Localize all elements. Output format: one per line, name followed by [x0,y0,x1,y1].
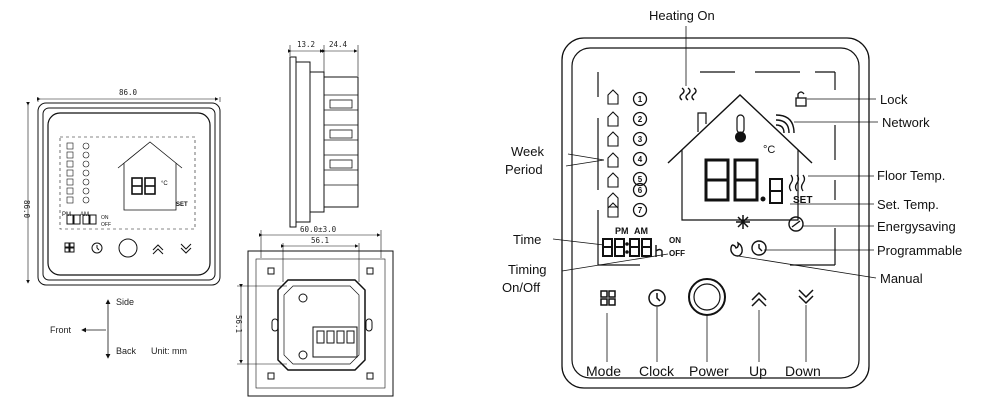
callout-time: Time [513,232,542,247]
callout-lock: Lock [880,92,908,107]
period-7: 7 [638,206,643,215]
display-celsius: °C [763,144,775,156]
display-am: AM [634,226,648,236]
down-button[interactable] [794,285,818,309]
dim-front-height: 86.0 [22,200,31,219]
small-on: ON [101,215,109,221]
small-celsius: °C [161,181,168,187]
callout-network: Network [882,115,930,130]
up-button[interactable] [747,288,771,312]
mode-button[interactable] [596,286,620,310]
period-5: 5 [638,175,643,184]
clock-button[interactable] [645,286,669,310]
clock-button-label: Clock [639,363,675,379]
down-button-label: Down [785,363,821,379]
period-3: 3 [638,135,643,144]
display-pm: PM [615,226,629,236]
dim-side-a: 13.2 [297,40,315,49]
callout-energysaving: Energysaving [877,219,956,234]
dim-back-height: 56.1 [234,315,243,333]
callout-set-temp: Set. Temp. [877,197,939,212]
period-4: 4 [638,155,643,164]
display-off: OFF [669,249,685,258]
side-view [288,45,359,228]
callout-programmable: Programmable [877,243,963,258]
period-6: 6 [638,186,643,195]
callout-week: Week [511,144,544,159]
mode-button-label: Mode [586,363,622,379]
orient-side: Side [116,297,135,307]
small-off: OFF [101,222,111,228]
callout-heating-on: Heating On [649,8,715,23]
orient-front: Front [50,325,72,335]
callout-on-off: On/Off [502,280,541,295]
small-pm: PM [62,212,71,218]
callout-floor-temp: Floor Temp. [877,168,946,183]
callout-manual: Manual [880,271,923,286]
orientation-arrows [81,299,111,359]
callout-lines [552,26,878,362]
dim-side-b: 24.4 [329,40,348,49]
display-on: ON [669,236,681,245]
orient-unit: Unit: mm [151,346,187,356]
small-front-view [26,97,221,286]
large-front-view [561,37,870,389]
callout-period: Period [505,162,543,177]
back-view [237,230,394,397]
orient-back: Back [116,346,137,356]
power-button[interactable] [688,278,726,316]
dim-back-inner: 56.1 [311,236,329,245]
small-am: AM [80,212,89,218]
display-set: SET [793,195,812,206]
dim-front-width: 86.0 [119,88,138,97]
small-set: SET [176,202,188,208]
up-button-label: Up [749,363,767,379]
period-1: 1 [638,95,643,104]
period-2: 2 [638,115,643,124]
dim-back-outer: 60.0±3.0 [300,225,337,234]
callout-timing: Timing [508,262,547,277]
power-button-label: Power [689,363,729,379]
